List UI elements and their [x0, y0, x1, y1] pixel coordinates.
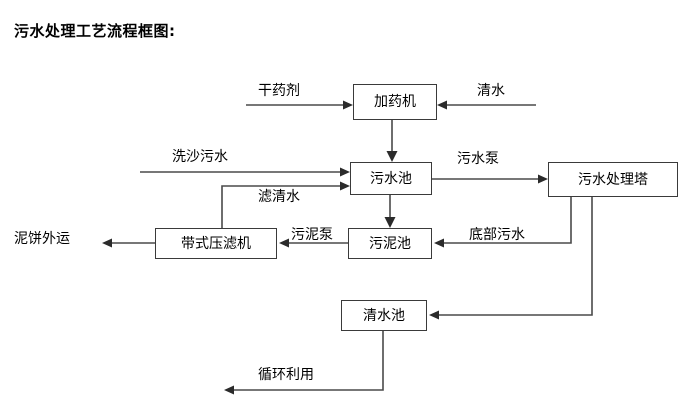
label-bottom-sewage: 底部污水 [469, 227, 525, 243]
label-recycle-reuse: 循环利用 [258, 367, 314, 383]
label-sand-wash-sewage: 洗沙污水 [172, 149, 228, 165]
arrowhead-filtrate [340, 181, 350, 191]
arrowhead-mud-cake [102, 238, 112, 248]
node-dosing-machine[interactable]: 加药机 [353, 84, 437, 120]
wire-tower-to-clear-water-pool [437, 197, 593, 316]
node-label: 加药机 [374, 94, 416, 110]
arrowhead-clean-water [437, 100, 447, 110]
node-label: 污水池 [370, 170, 412, 187]
page-title: 污水处理工艺流程框图: [14, 22, 176, 40]
node-label: 污泥池 [369, 235, 411, 252]
node-sludge-pool[interactable]: 污泥池 [348, 228, 432, 259]
label-clean-water: 清水 [477, 83, 505, 99]
arrowhead-recycle [224, 385, 234, 395]
label-mud-cake-transport: 泥饼外运 [14, 231, 70, 247]
node-treatment-tower[interactable]: 污水处理塔 [548, 162, 678, 197]
node-clear-water-pool[interactable]: 清水池 [341, 300, 427, 331]
node-label: 带式压滤机 [181, 235, 251, 252]
label-sludge-pump: 污泥泵 [291, 227, 333, 243]
node-label: 污水处理塔 [578, 171, 648, 188]
arrowhead-bottom-sewage [434, 238, 444, 248]
arrowhead-sludge-pump [279, 238, 289, 248]
node-sewage-pool[interactable]: 污水池 [350, 162, 432, 195]
label-filtrate: 滤清水 [258, 189, 300, 205]
label-sewage-pump: 污水泵 [457, 151, 499, 167]
arrowhead-dosing-to-sewage-pool [386, 151, 398, 162]
wire-clear-water-to-recycle [232, 331, 384, 391]
wire-bottom-sewage-to-sludge-pool [442, 197, 572, 244]
arrowhead-tower-to-clear-water [429, 310, 439, 320]
wire-filtrate-to-sewage-pool [221, 185, 342, 228]
node-label: 清水池 [363, 307, 405, 324]
arrowhead-sand-wash [340, 167, 350, 177]
arrowhead-sewage-to-sludge [384, 217, 396, 228]
node-belt-filter-press[interactable]: 带式压滤机 [155, 228, 277, 259]
label-dry-agent: 干药剂 [258, 83, 300, 99]
arrowhead-dry-agent [343, 100, 353, 110]
arrowhead-sewage-pump [538, 174, 548, 184]
